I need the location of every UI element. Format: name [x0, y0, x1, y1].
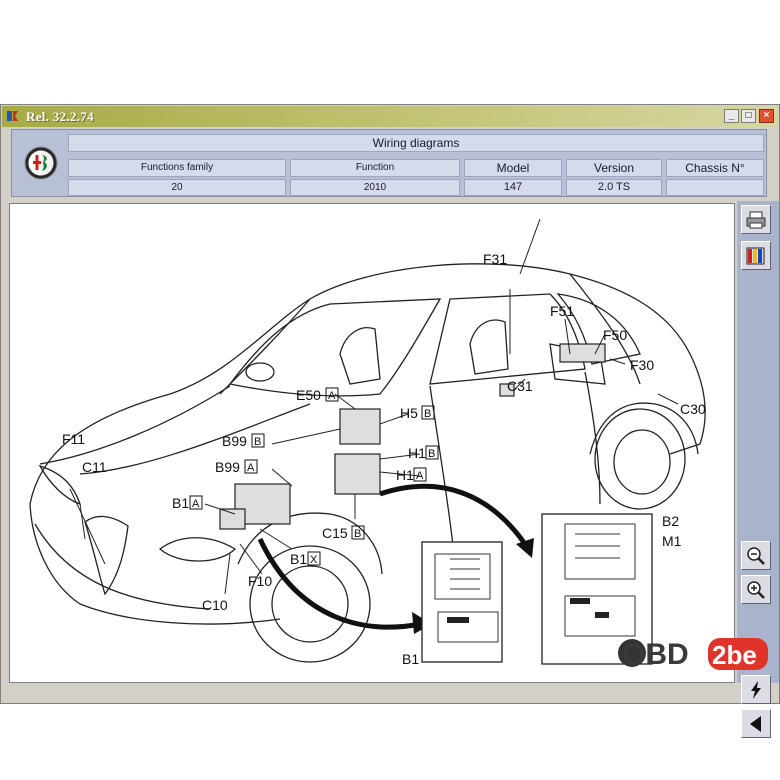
label-B99-a-box: A [247, 462, 255, 474]
window-title: Rel. 32.2.74 [26, 109, 94, 124]
label-B2: B2 [662, 513, 679, 529]
label-H1-b: H1 [408, 445, 426, 461]
print-button[interactable] [741, 205, 771, 234]
label-B1-x-box: X [310, 554, 318, 566]
close-button[interactable]: × [759, 109, 774, 123]
color-palette-icon [746, 247, 765, 265]
function-value: 2010 [290, 179, 460, 196]
label-B1-a: B1 [172, 495, 189, 511]
label-E50: E50 [296, 387, 321, 403]
zoom-out-icon [747, 547, 765, 565]
minimize-button[interactable]: _ [724, 109, 739, 123]
color-button[interactable] [741, 241, 771, 270]
diagram-labels: F31 F51 F50 F30 C30 C31 E50 A H5 B B99 B… [62, 251, 706, 667]
version-value: 2.0 TS [566, 179, 662, 196]
alfa-romeo-logo [24, 146, 58, 180]
label-B99-b: B99 [222, 433, 247, 449]
label-C11: C11 [82, 459, 107, 475]
label-B1-inset: B1 [402, 651, 419, 667]
label-H5-box: B [424, 408, 431, 420]
label-B1-x: B1 [290, 551, 307, 567]
label-M1: M1 [662, 533, 682, 549]
label-C31: C31 [507, 378, 533, 394]
version-label: Version [566, 159, 662, 177]
label-H1-a-box: A [416, 470, 424, 482]
flash-icon [751, 681, 761, 699]
model-value: 147 [464, 179, 562, 196]
zoom-out-button[interactable] [741, 541, 771, 570]
maximize-button[interactable]: □ [741, 109, 756, 123]
label-B99-b-box: B [254, 436, 261, 448]
wiring-diagram: F31 F51 F50 F30 C30 C31 E50 A H5 B B99 B… [29, 218, 706, 667]
app-icon [7, 111, 18, 121]
chassis-label: Chassis N° [666, 159, 764, 177]
label-F11: F11 [62, 431, 85, 447]
inset-details [434, 523, 636, 643]
label-B99-a: B99 [215, 459, 240, 475]
watermark-logo: OBD 2be [618, 638, 768, 671]
label-F51: F51 [550, 303, 574, 319]
function-label: Function [290, 159, 460, 177]
wiring-diagram-panel[interactable]: F31 F51 F50 F30 C30 C31 E50 A H5 B B99 B… [9, 203, 735, 683]
section-title: Wiring diagrams [68, 134, 764, 152]
info-header: Wiring diagrams Functions family Functio… [11, 129, 767, 197]
callout-arrows [257, 483, 528, 630]
model-label: Model [464, 159, 562, 177]
label-E50-box: A [328, 390, 336, 402]
components [219, 343, 606, 530]
label-F31: F31 [483, 251, 507, 267]
printer-icon [746, 211, 766, 229]
functions-family-value: 20 [68, 179, 286, 196]
chassis-value [666, 179, 764, 196]
label-C15: C15 [322, 525, 348, 541]
watermark-text-b: 2be [712, 640, 757, 670]
label-F50: F50 [603, 327, 627, 343]
right-toolbar [737, 201, 779, 738]
leader-lines [69, 218, 679, 595]
label-C30: C30 [680, 401, 706, 417]
inset-connectors [447, 598, 609, 623]
zoom-in-icon [747, 581, 765, 599]
functions-family-label: Functions family [68, 159, 286, 177]
label-H1-a: H1 [396, 467, 414, 483]
label-H1-b-box: B [428, 448, 435, 460]
label-F30: F30 [630, 357, 654, 373]
app-window: Rel. 32.2.74 _ □ × Wiring diagrams Funct… [0, 104, 780, 738]
label-C10: C10 [202, 597, 228, 613]
flash-button[interactable] [741, 675, 771, 704]
title-bar[interactable]: Rel. 32.2.74 _ □ × [2, 106, 778, 127]
label-H5: H5 [400, 405, 418, 421]
car-outline [29, 263, 706, 663]
back-button[interactable] [741, 709, 771, 738]
back-arrow-icon [750, 716, 761, 732]
label-B1-a-box: A [192, 498, 200, 510]
zoom-in-button[interactable] [741, 575, 771, 604]
watermark-text-a: OBD [622, 638, 689, 671]
label-C15-box: B [354, 528, 361, 540]
label-F10: F10 [248, 573, 272, 589]
